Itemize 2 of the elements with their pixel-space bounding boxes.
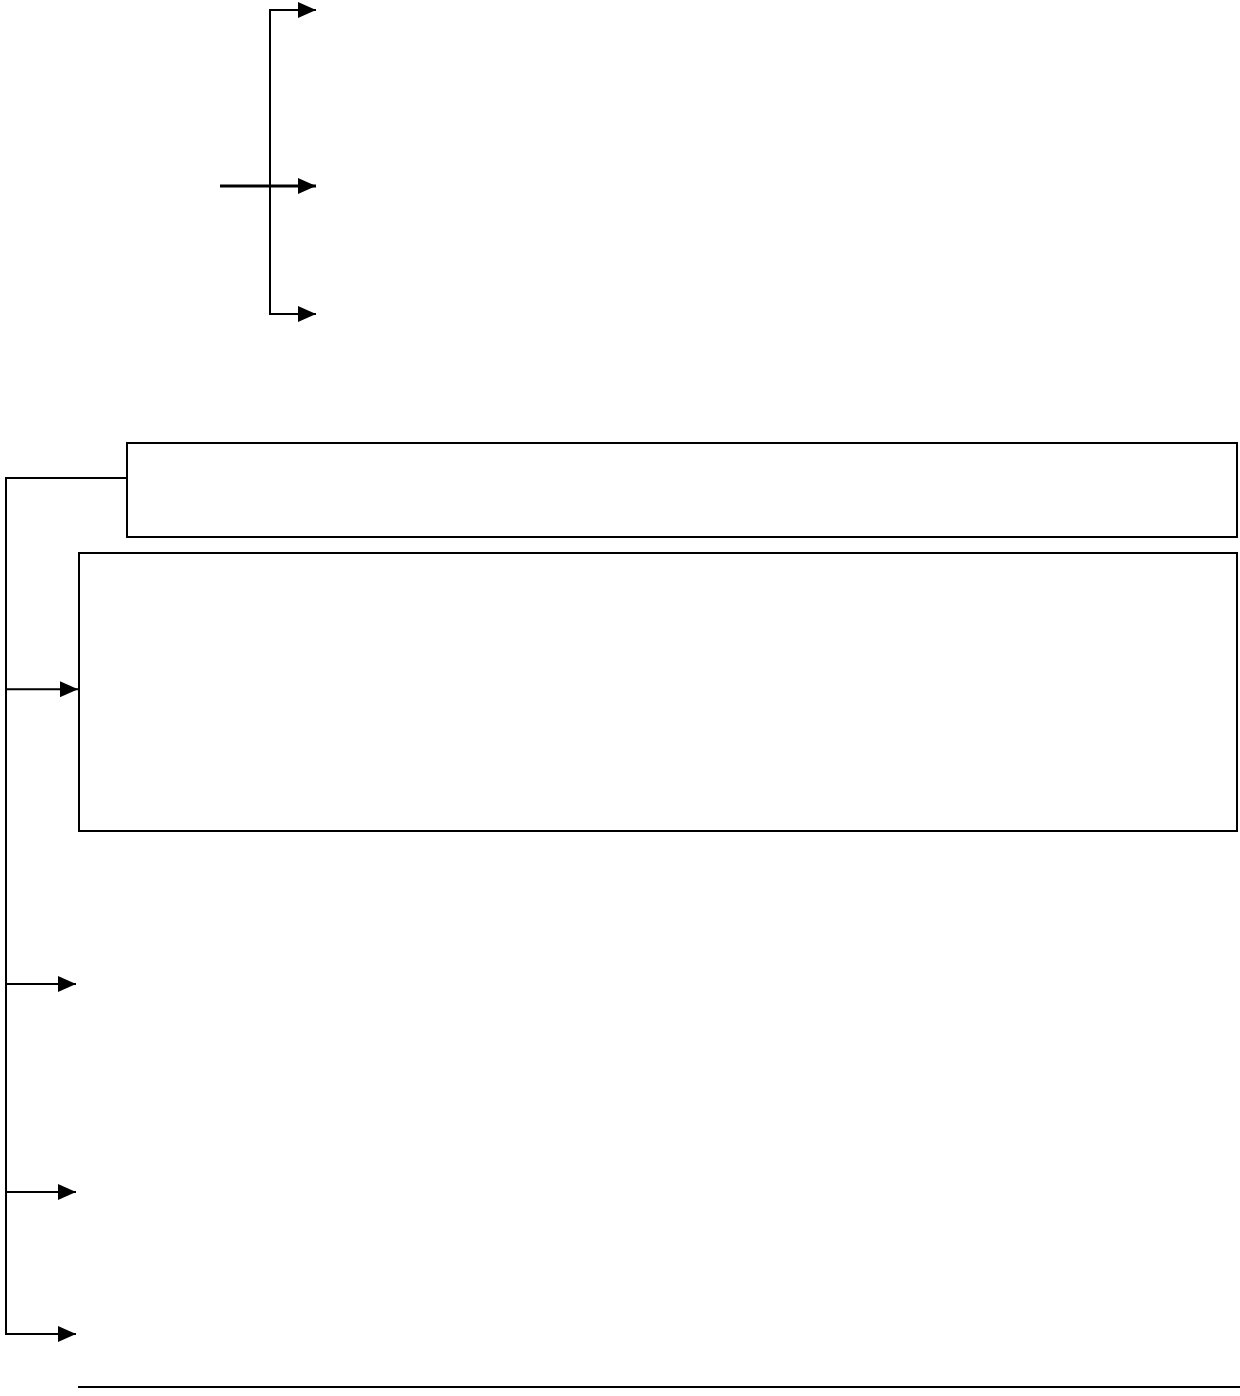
empty-box <box>126 442 1238 538</box>
empty-box <box>78 552 1238 832</box>
